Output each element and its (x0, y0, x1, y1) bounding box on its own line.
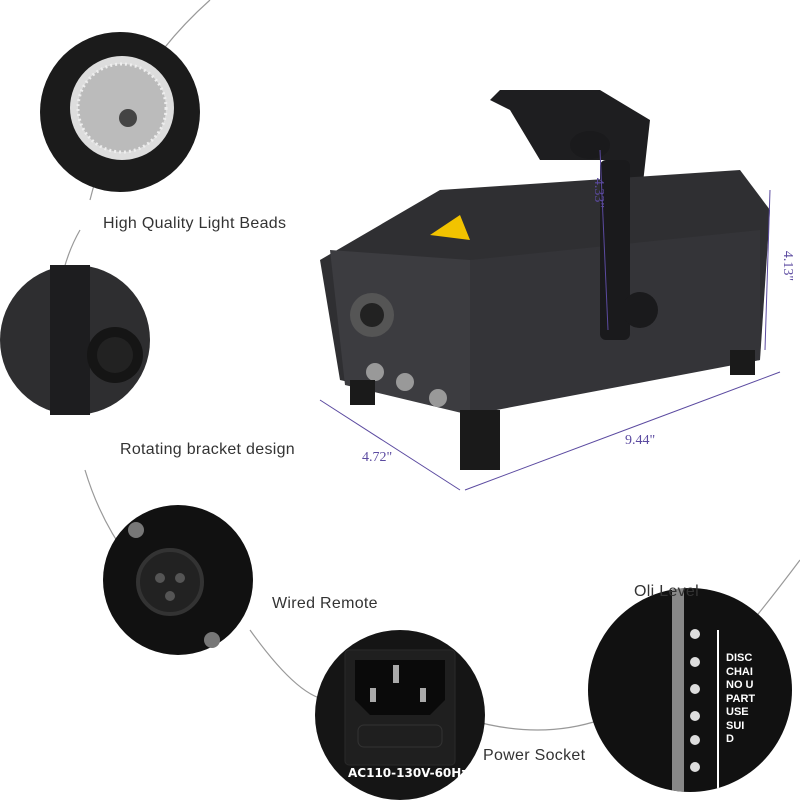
oil-level-warning-text: DISC CHAI NO U PART USE SUI D (726, 652, 756, 745)
callout-light-beads: High Quality Light Beads (103, 215, 287, 232)
power-socket-detail (315, 630, 485, 800)
power-socket-rating: AC110-130V-60Hz (348, 766, 469, 780)
dimension-lines (319, 149, 781, 491)
callout-wired-remote: Wired Remote (272, 595, 378, 612)
handle-bracket (490, 90, 650, 210)
light-beads-detail (40, 32, 200, 192)
callout-rotating-bracket: Rotating bracket design (120, 441, 296, 458)
oil-level-detail (588, 588, 792, 792)
bracket-detail (0, 265, 150, 415)
dimension-width: 4.72" (362, 450, 393, 465)
callout-oil-level: Oli Level (634, 583, 699, 600)
connector-line (469, 719, 601, 731)
wired-remote-detail (103, 505, 253, 655)
fog-machine (320, 90, 770, 470)
caution-label (430, 215, 470, 240)
callout-power-socket: Power Socket (483, 747, 586, 764)
connector-line (249, 629, 331, 701)
dimension-length: 9.44" (625, 433, 656, 448)
dimension-height-side: 4.13" (780, 250, 796, 282)
dimension-height-front: 4.33" (591, 177, 607, 209)
